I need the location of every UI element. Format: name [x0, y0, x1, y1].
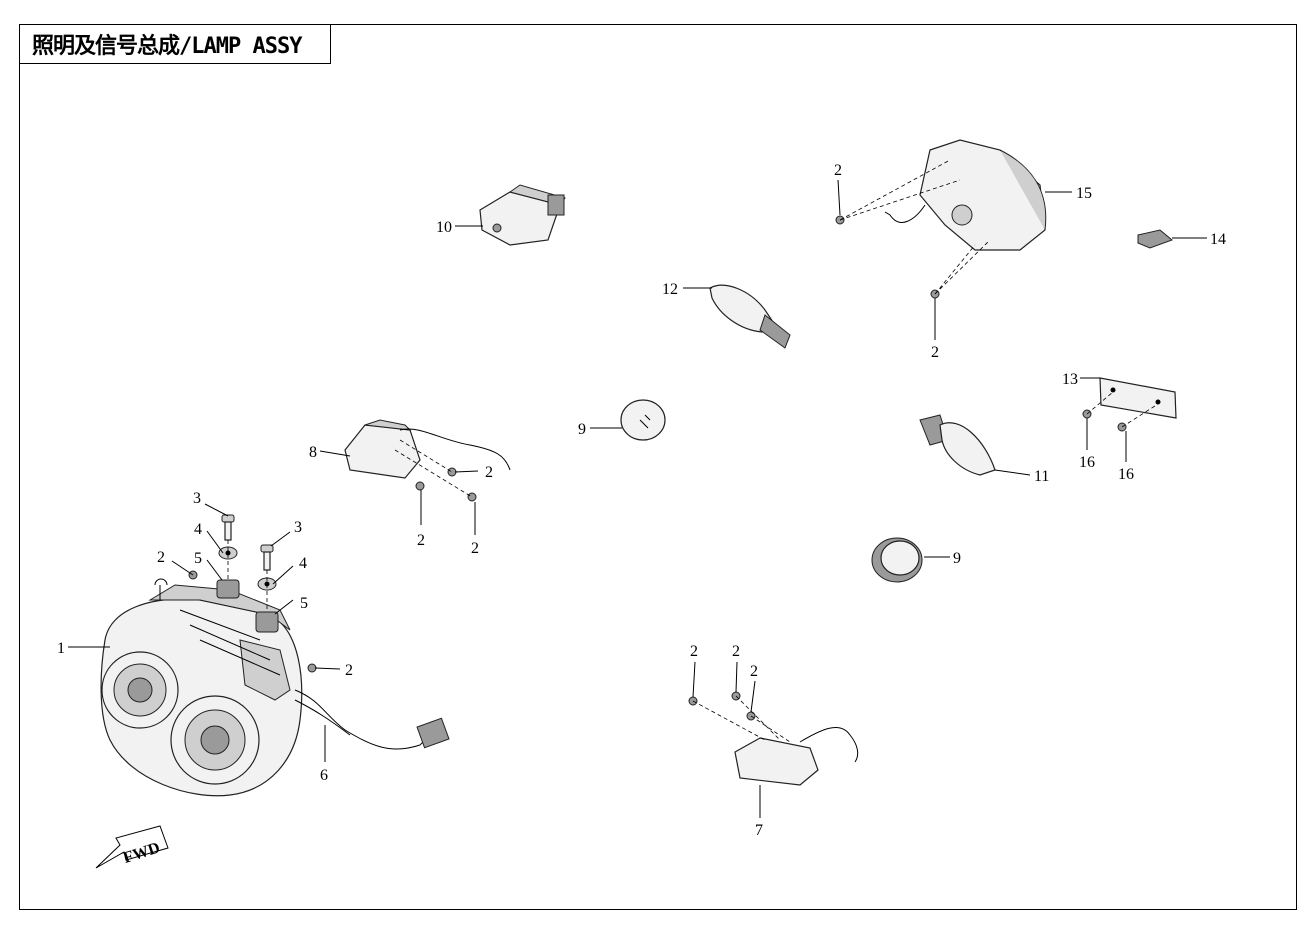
label-part-16: 16	[1118, 466, 1134, 483]
label-part-11: 11	[1034, 468, 1049, 485]
label-part-3: 3	[193, 490, 201, 507]
page-title: 照明及信号总成/LAMP ASSY	[32, 34, 302, 59]
module-10	[479, 184, 566, 246]
label-part-15: 15	[1076, 185, 1092, 202]
label-part-2: 2	[690, 643, 698, 660]
part-labels: 1 2 2 3 3 4 4 5 5 6 8 2 2 2 10 12 9 9 2 …	[57, 162, 1226, 839]
label-part-14: 14	[1210, 231, 1226, 248]
label-part-5: 5	[194, 550, 202, 567]
grommet-9-upper	[620, 399, 666, 441]
label-part-4: 4	[194, 521, 202, 538]
label-part-4: 4	[299, 555, 307, 572]
mount-stack-left	[216, 514, 240, 599]
lamp-7	[688, 691, 859, 786]
label-part-3: 3	[294, 519, 302, 536]
label-part-2: 2	[345, 662, 353, 679]
label-part-2: 2	[417, 532, 425, 549]
title-box: 照明及信号总成/LAMP ASSY	[19, 24, 331, 64]
label-part-1: 1	[57, 640, 65, 657]
tail-lamp-15	[835, 139, 1047, 299]
label-part-2: 2	[931, 344, 939, 361]
signal-11	[919, 414, 996, 476]
connector-14	[1137, 229, 1173, 249]
label-part-2: 2	[750, 663, 758, 680]
mount-stack-right	[255, 544, 279, 633]
label-part-10: 10	[436, 219, 452, 236]
bracket-13	[1082, 377, 1177, 432]
grommet-9-lower	[871, 537, 923, 583]
label-part-2: 2	[485, 464, 493, 481]
label-part-7: 7	[755, 822, 763, 839]
harness-6	[294, 689, 450, 762]
label-part-13: 13	[1062, 371, 1078, 388]
label-part-12: 12	[662, 281, 678, 298]
label-part-8: 8	[309, 444, 317, 461]
label-part-9: 9	[953, 550, 961, 567]
label-part-2: 2	[471, 540, 479, 557]
leader-lines	[68, 179, 1207, 818]
label-part-2: 2	[834, 162, 842, 179]
fwd-label: FWD	[121, 839, 162, 867]
label-part-9: 9	[578, 421, 586, 438]
screws-headlight	[188, 570, 317, 673]
signal-12	[709, 284, 791, 349]
drawing-frame	[19, 24, 1297, 910]
fwd-arrow: FWD	[95, 825, 169, 869]
headlight-assembly	[100, 578, 303, 797]
label-part-16: 16	[1079, 454, 1095, 471]
lamp-8	[344, 419, 511, 502]
label-part-2: 2	[157, 549, 165, 566]
label-part-2: 2	[732, 643, 740, 660]
label-part-6: 6	[320, 767, 328, 784]
label-part-5: 5	[300, 595, 308, 612]
